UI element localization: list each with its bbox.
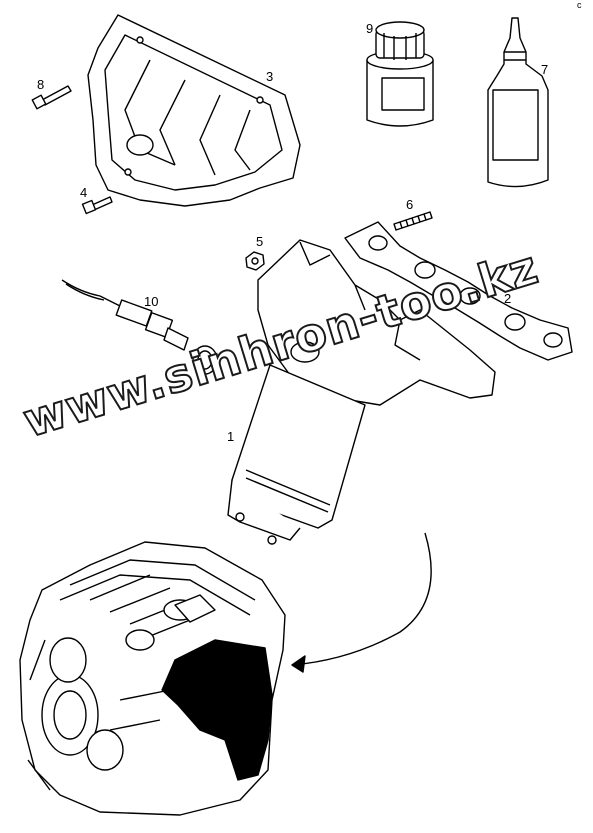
exhaust-manifold-part-1 (227, 239, 496, 545)
oxygen-sensor-part-10 (61, 279, 218, 375)
stud-part-6 (393, 211, 433, 231)
location-arrow (291, 532, 432, 673)
callout-3: 3 (266, 69, 274, 84)
sealant-bottle-part-7 (487, 17, 549, 188)
callout-5: 5 (256, 234, 264, 249)
callout-2: 2 (504, 291, 512, 306)
nut-part-5 (245, 251, 265, 271)
heat-shield-part-3 (87, 14, 301, 207)
callout-7: 7 (541, 62, 549, 77)
corner-mark: c (577, 0, 582, 10)
callout-1: 1 (227, 429, 235, 444)
callout-6: 6 (406, 197, 414, 212)
callout-4: 4 (80, 185, 88, 200)
callout-9: 9 (366, 21, 374, 36)
gasket-part-2 (344, 221, 573, 361)
callout-8: 8 (37, 77, 45, 92)
anti-seize-jar-part-9 (366, 21, 434, 127)
bolt-part-4 (81, 196, 113, 215)
bolt-part-8 (31, 85, 72, 110)
engine-assembly (19, 541, 286, 816)
callout-10: 10 (144, 294, 159, 309)
